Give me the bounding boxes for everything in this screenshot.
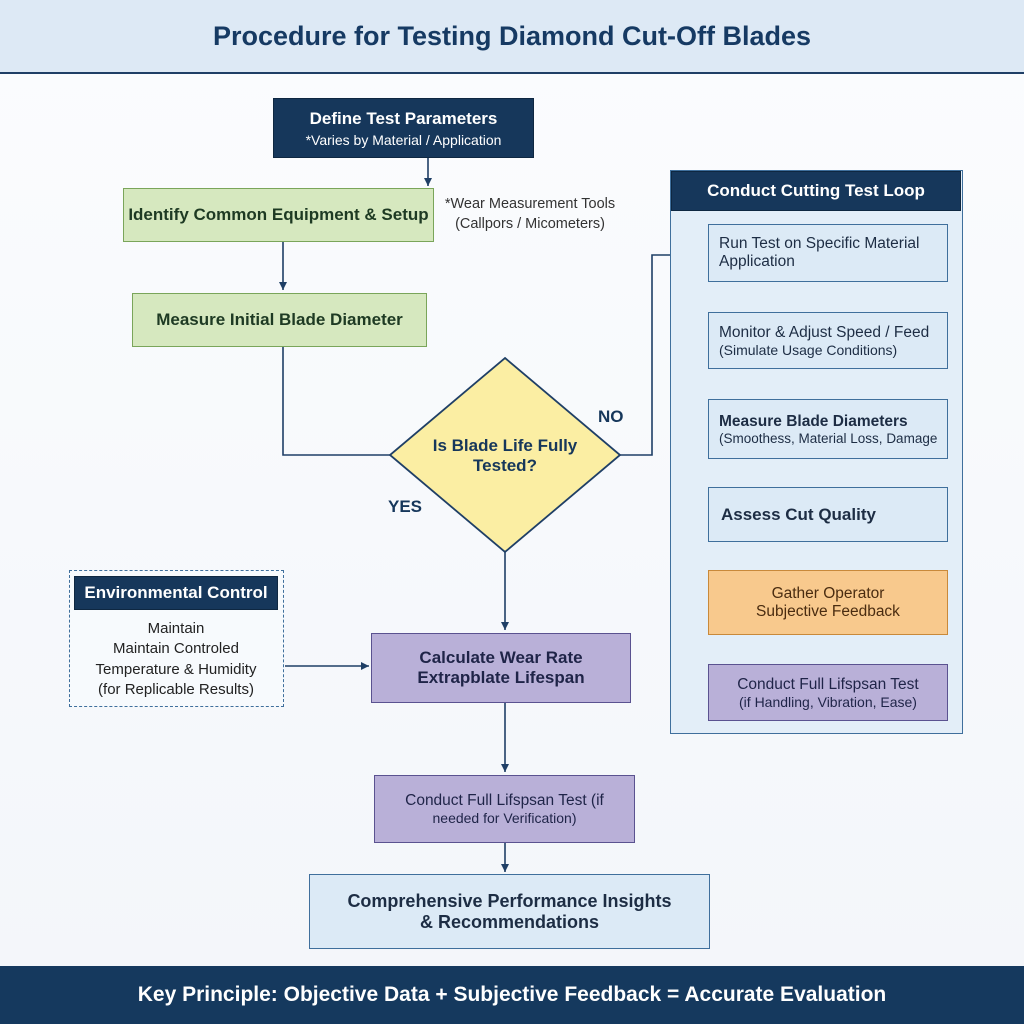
identify-equipment-box: Identify Common Equipment & Setup xyxy=(123,188,434,242)
measure-initial-label: Measure Initial Blade Diameter xyxy=(156,310,403,329)
environmental-control-box: Environmental Control Maintain Maintain … xyxy=(69,570,284,707)
calculate-line1: Calculate Wear Rate xyxy=(419,648,583,667)
tools-note: *Wear Measurement Tools (Callpors / Mico… xyxy=(440,195,620,234)
decision-diamond xyxy=(388,356,622,554)
env-line3: Temperature & Humidity xyxy=(95,660,257,678)
run-line2: Application xyxy=(719,253,795,270)
insights-line1: Comprehensive Performance Insights xyxy=(347,890,672,911)
footer-bar: Key Principle: Objective Data + Subjecti… xyxy=(0,966,1024,1024)
insights-box: Comprehensive Performance Insights & Rec… xyxy=(309,874,710,949)
monitor-line2: (Simulate Usage Conditions) xyxy=(719,341,898,358)
decision-text: Is Blade Life Fully Tested? xyxy=(420,430,590,482)
loop-lifespan-line2: (if Handling, Vibration, Ease) xyxy=(739,693,917,710)
insights-line2: & Recommendations xyxy=(419,911,600,932)
env-title-bar: Environmental Control xyxy=(74,576,278,610)
calculate-line2: Extrapblate Lifespan xyxy=(417,668,585,687)
env-line4: (for Replicable Results) xyxy=(98,680,254,698)
define-parameters-box: Define Test Parameters *Varies by Materi… xyxy=(273,98,534,158)
tools-note-line2: (Callpors / Micometers) xyxy=(455,215,605,232)
env-title: Environmental Control xyxy=(84,583,268,602)
assess-label: Assess Cut Quality xyxy=(721,504,876,524)
measure-initial-box: Measure Initial Blade Diameter xyxy=(132,293,427,347)
measure-diameters-box: Measure Blade Diameters (Smoothess, Mate… xyxy=(708,399,948,459)
gather-line2: Subjective Feedback xyxy=(756,602,900,620)
assess-quality-box: Assess Cut Quality xyxy=(708,487,948,542)
tools-note-line1: *Wear Measurement Tools xyxy=(444,196,616,212)
monitor-adjust-box: Monitor & Adjust Speed / Feed (Simulate … xyxy=(708,312,948,369)
loop-title: Conduct Cutting Test Loop xyxy=(707,181,925,200)
full-test-line2: needed for Verification) xyxy=(432,810,577,826)
define-sub: *Varies by Material / Application xyxy=(305,131,502,148)
measure-line2: (Smoothess, Material Loss, Damage xyxy=(719,430,938,446)
gather-feedback-box: Gather Operator Subjective Feedback xyxy=(708,570,948,635)
measure-line1: Measure Blade Diameters xyxy=(719,412,908,430)
loop-title-bar: Conduct Cutting Test Loop xyxy=(671,171,961,211)
calculate-wear-box: Calculate Wear Rate Extrapblate Lifespan xyxy=(371,633,631,703)
run-test-box: Run Test on Specific Material Applicatio… xyxy=(708,224,948,282)
env-line1: Maintain xyxy=(147,620,205,637)
page-title: Procedure for Testing Diamond Cut-Off Bl… xyxy=(212,20,812,51)
key-principle: Key Principle: Objective Data + Subjecti… xyxy=(137,983,887,1006)
header-bar: Procedure for Testing Diamond Cut-Off Bl… xyxy=(0,0,1024,74)
define-title: Define Test Parameters xyxy=(309,108,498,128)
monitor-line1: Monitor & Adjust Speed / Feed xyxy=(719,323,930,341)
loop-lifespan-box: Conduct Full Lifspsan Test (if Handling,… xyxy=(708,664,948,721)
line-measure-to-decision xyxy=(282,346,390,456)
decision-line1: Is Blade Life Fully xyxy=(432,436,578,455)
env-text: Maintain Maintain Controled Temperature … xyxy=(74,619,278,700)
gather-line1: Gather Operator xyxy=(771,584,885,602)
no-label: NO xyxy=(598,407,624,426)
full-test-line1: Conduct Full Lifspsan Test (if xyxy=(405,792,604,809)
decision-line2: Tested? xyxy=(473,456,537,475)
identify-label: Identify Common Equipment & Setup xyxy=(128,205,429,224)
full-lifespan-test-box: Conduct Full Lifspsan Test (if needed fo… xyxy=(374,775,635,843)
yes-label: YES xyxy=(388,497,423,516)
run-line1: Run Test on Specific Material xyxy=(719,235,920,252)
loop-lifespan-line1: Conduct Full Lifspsan Test xyxy=(737,675,919,693)
env-line2: Maintain Controled xyxy=(113,640,239,658)
